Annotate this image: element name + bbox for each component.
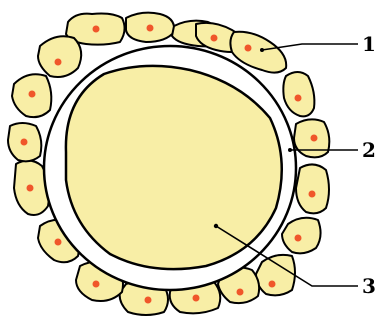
nucleus: [237, 289, 244, 296]
nucleus: [93, 281, 100, 288]
oocyte-cytoplasm: [66, 66, 282, 269]
nucleus: [311, 135, 318, 142]
label-1: 1: [362, 32, 376, 56]
nucleus: [193, 295, 200, 302]
follicular-cell: [283, 72, 314, 116]
follicular-cell: [38, 36, 81, 77]
nucleus: [21, 139, 28, 146]
nucleus: [55, 239, 62, 246]
follicular-cell: [256, 255, 295, 295]
leader-dot-3: [214, 224, 218, 228]
follicular-cell: [296, 164, 329, 213]
nucleus: [93, 26, 100, 33]
follicular-cell: [282, 218, 321, 254]
nucleus: [147, 25, 154, 32]
nucleus: [55, 59, 62, 66]
leader-dot-2: [288, 148, 292, 152]
nucleus: [145, 297, 152, 304]
nucleus: [27, 185, 34, 192]
label-2: 2: [362, 138, 376, 162]
nucleus: [269, 281, 276, 288]
label-3: 3: [362, 274, 376, 298]
nucleus: [29, 91, 36, 98]
nucleus: [309, 191, 316, 198]
leader-dot-1: [260, 48, 264, 52]
nucleus: [211, 35, 218, 42]
nucleus: [295, 95, 302, 102]
nucleus: [245, 45, 252, 52]
nucleus: [295, 235, 302, 242]
